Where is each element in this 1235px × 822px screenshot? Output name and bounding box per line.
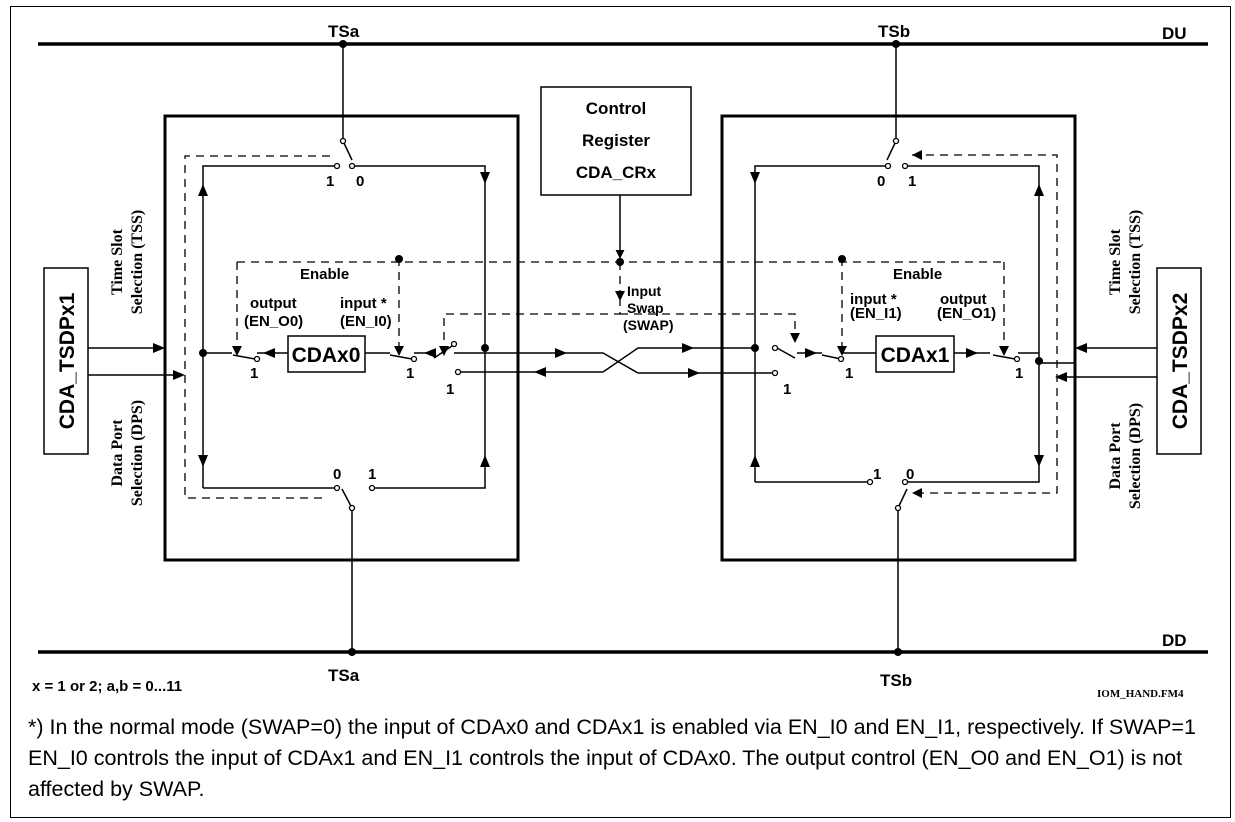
bus-junction-dots bbox=[339, 40, 902, 656]
tss-left-line2: Selection (TSS) bbox=[129, 210, 146, 314]
tsa-bottom-pos-0: 0 bbox=[333, 466, 341, 483]
control-register-line2: Register bbox=[582, 131, 650, 150]
dps-right-line1: Data Port bbox=[1107, 422, 1124, 490]
cdax1-label: CDAx1 bbox=[881, 344, 950, 367]
tsa-bottom-pos-1: 1 bbox=[368, 466, 376, 483]
swap-label-line2: Swap bbox=[627, 300, 664, 316]
en-i0-pos-1: 1 bbox=[406, 365, 414, 382]
swap-right-pos-1: 1 bbox=[783, 381, 791, 398]
file-id-label: IOM_HAND.FM4 bbox=[1097, 688, 1184, 700]
swap-left-pos-1: 1 bbox=[446, 381, 454, 398]
du-label: DU bbox=[1162, 24, 1187, 43]
legend-text: x = 1 or 2; a,b = 0...11 bbox=[32, 678, 182, 695]
tss-right-line1: Time Slot bbox=[1107, 228, 1124, 295]
tsa-top-pos-0: 0 bbox=[356, 173, 364, 190]
cdax0-label: CDAx0 bbox=[292, 344, 361, 367]
control-register-line3: CDA_CRx bbox=[576, 163, 657, 182]
control-register-box bbox=[540, 86, 692, 196]
tss-right-line2: Selection (TSS) bbox=[1127, 210, 1144, 314]
control-register-line1: Control bbox=[586, 99, 646, 118]
tsa-top-label: TSa bbox=[328, 22, 360, 41]
tsb-bottom-pos-0: 0 bbox=[906, 466, 914, 483]
cdax1-box bbox=[875, 335, 955, 373]
tsb-top-label: TSb bbox=[878, 22, 910, 41]
tsb-bottom-label: TSb bbox=[880, 671, 912, 690]
tsdp-connections bbox=[88, 347, 1157, 378]
tsdp-right-box bbox=[1156, 267, 1202, 455]
switch-contacts bbox=[253, 137, 1021, 512]
enable-dots bbox=[395, 255, 846, 263]
enable-label-right: Enable bbox=[893, 266, 942, 283]
bus-taps bbox=[342, 44, 899, 652]
left-channel-dots bbox=[199, 344, 489, 357]
switch-position-labels: 1 0 0 1 0 1 1 0 1 1 1 1 1 1 bbox=[250, 173, 1023, 483]
footnote-text: *) In the normal mode (SWAP=0) the input… bbox=[28, 715, 1196, 801]
input-label-left: input * bbox=[340, 295, 387, 312]
dashed-arrowheads bbox=[232, 150, 1009, 498]
right-channel-dots bbox=[751, 344, 1043, 365]
output-label-left: output bbox=[250, 295, 297, 312]
swap-crossover bbox=[575, 347, 664, 374]
right-channel-paths bbox=[638, 165, 1075, 483]
swap-label-line3: (SWAP) bbox=[623, 317, 674, 333]
tsa-bottom-label: TSa bbox=[328, 666, 360, 685]
en-o1-pos-1: 1 bbox=[1015, 365, 1023, 382]
channel-box-right bbox=[720, 114, 1077, 562]
switch-blades bbox=[232, 140, 1016, 509]
swap-label-line1: Input bbox=[627, 283, 662, 299]
en-o0-pos-1: 1 bbox=[250, 365, 258, 382]
tsa-top-pos-1: 1 bbox=[326, 173, 334, 190]
output-label-right: output bbox=[940, 291, 987, 308]
dps-right-line2: Selection (DPS) bbox=[1127, 403, 1144, 509]
en-i1-pos-1: 1 bbox=[845, 365, 853, 382]
enable-label-left: Enable bbox=[300, 266, 349, 283]
signal-arrowheads bbox=[153, 172, 1087, 467]
en-i0-label: (EN_I0) bbox=[340, 313, 392, 330]
tsdp-left-label: CDA_TSDPx1 bbox=[56, 292, 79, 429]
channel-box-left bbox=[163, 114, 520, 562]
tss-left-line1: Time Slot bbox=[109, 228, 126, 295]
tsb-top-pos-0: 0 bbox=[877, 173, 885, 190]
tsb-bottom-pos-1: 1 bbox=[873, 466, 881, 483]
tsdp-left-box bbox=[43, 267, 89, 455]
en-o1-label: (EN_O1) bbox=[937, 305, 996, 322]
figure-frame bbox=[10, 6, 1231, 818]
tsb-top-pos-1: 1 bbox=[908, 173, 916, 190]
cdax0-box bbox=[287, 335, 366, 373]
dps-left-line2: Selection (DPS) bbox=[129, 400, 146, 506]
dd-label: DD bbox=[1162, 631, 1187, 650]
en-i1-label: (EN_I1) bbox=[850, 305, 902, 322]
input-label-right: input * bbox=[850, 291, 897, 308]
dashed-control-lines bbox=[184, 154, 1058, 499]
en-o0-label: (EN_O0) bbox=[244, 313, 303, 330]
tsdp-right-label: CDA_TSDPx2 bbox=[1169, 293, 1192, 430]
dps-left-line1: Data Port bbox=[109, 419, 126, 487]
